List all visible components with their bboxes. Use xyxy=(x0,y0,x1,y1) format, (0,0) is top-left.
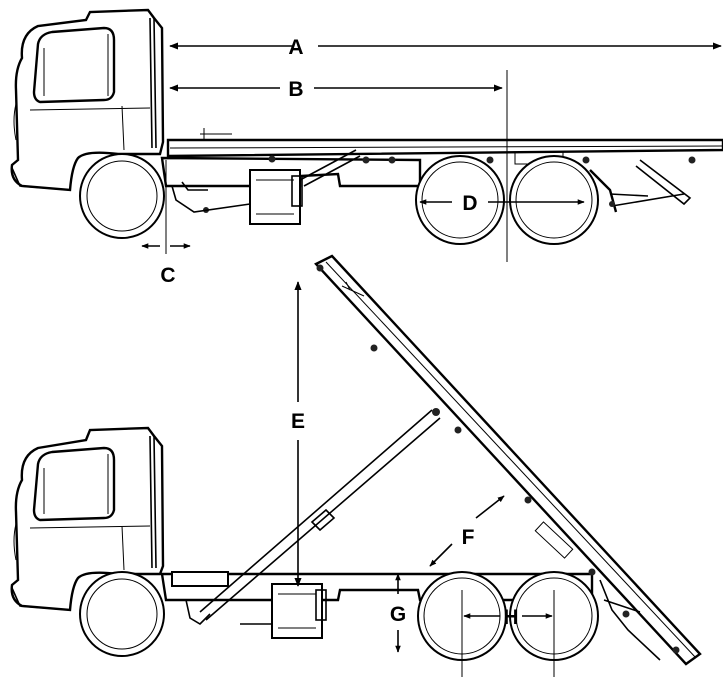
truck-top-cab xyxy=(10,8,165,192)
truck-bottom-frame xyxy=(160,572,594,602)
truck-bottom-cab xyxy=(10,426,165,612)
truck-top-bed-bolts xyxy=(203,155,696,213)
truck-bottom-front-wheel xyxy=(79,571,165,657)
dimension-b: B xyxy=(169,70,508,262)
dimension-label-e: E xyxy=(291,410,305,433)
truck-bottom-subframe-block xyxy=(171,571,229,587)
dimension-d: D xyxy=(419,192,585,215)
dimension-e: E xyxy=(291,281,305,587)
dimension-label-c: C xyxy=(160,264,175,287)
dimension-a: A xyxy=(169,36,722,59)
truck-top-rear-wheels xyxy=(415,155,599,245)
dimension-label-d: D xyxy=(462,192,477,215)
truck-bottom-tilted-bed xyxy=(314,254,702,666)
dimension-c: C xyxy=(141,160,191,287)
dimension-label-g: G xyxy=(390,603,406,626)
truck-top-rear-underlift xyxy=(589,159,692,213)
truck-top-frame xyxy=(160,156,422,188)
dimension-f: F xyxy=(429,495,505,567)
dimension-label-f: F xyxy=(462,526,475,549)
truck-bottom-winch-box xyxy=(271,583,327,639)
truck-top-cylinder xyxy=(299,149,361,187)
dimension-label-h: H xyxy=(503,606,518,629)
truck-bottom-view xyxy=(10,254,702,666)
dimension-g: G xyxy=(390,573,406,653)
dimension-label-b: B xyxy=(288,78,303,101)
truck-top-front-wheel xyxy=(79,153,165,239)
truck-top-hitch xyxy=(171,181,251,213)
truck-bottom-cylinder xyxy=(199,409,441,621)
truck-top-winch-box xyxy=(249,169,303,225)
truck-bottom-bed-bolts xyxy=(316,264,680,654)
dimension-label-a: A xyxy=(288,36,303,59)
truck-bottom-rear-underlift xyxy=(599,579,661,661)
truck-top-view xyxy=(10,8,723,245)
dimension-h: H xyxy=(461,590,555,677)
truck-bottom-hitch xyxy=(185,599,272,626)
